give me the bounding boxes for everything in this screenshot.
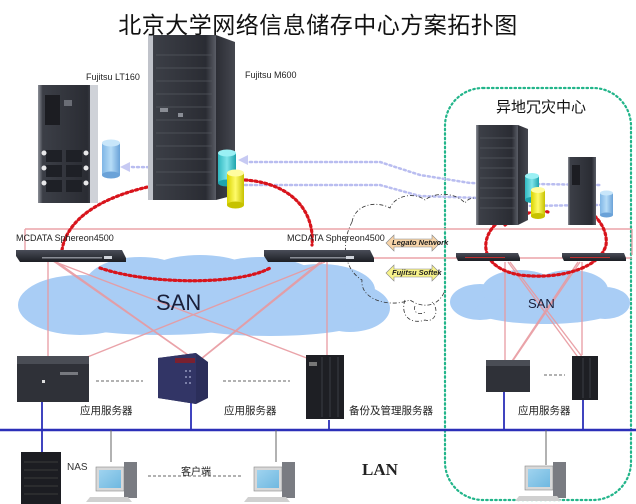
lan-label: LAN <box>362 460 398 479</box>
dr-app-server-2-device <box>572 356 598 400</box>
mcdata-switch-right-device <box>264 250 374 262</box>
storage-disk-yellow-icon <box>227 169 244 209</box>
backup-server-label: 备份及管理服务器 <box>349 405 433 417</box>
dr-app-server-label: 应用服务器 <box>518 405 571 417</box>
nas-device <box>21 452 61 504</box>
dr-switch-right-device <box>562 253 626 261</box>
backup-server-device <box>306 355 344 419</box>
dr-app-server-1-device <box>486 360 530 392</box>
client-pc-2-icon <box>244 462 295 502</box>
nas-label: NAS <box>67 462 88 473</box>
lt160-label: Fujitsu LT160 <box>86 72 140 82</box>
dr-disk-yellow-icon <box>531 187 545 219</box>
dr-switch-left-device <box>456 253 520 261</box>
dr-tape-device <box>568 157 596 225</box>
app-server-2-device <box>158 353 208 404</box>
m600-label: Fujitsu M600 <box>245 70 297 80</box>
legato-network-label: Legato Network <box>392 238 449 247</box>
fujitsu-softek-arrow <box>385 264 441 282</box>
switch-left-label: MCDATA Sphereon4500 <box>16 233 114 243</box>
storage-disk-blue-icon <box>102 139 120 179</box>
mcdata-switch-left-device <box>16 250 126 262</box>
app-server-1-label: 应用服务器 <box>80 405 133 417</box>
legato-network-arrow <box>385 234 441 252</box>
fujitsu-softek-label: Fujitsu Softek <box>392 268 442 277</box>
client-label: 客户端 <box>181 467 211 478</box>
lan-bus <box>0 392 636 455</box>
dr-disk-blue-icon <box>600 190 613 218</box>
server-ellipsis <box>96 374 565 477</box>
dr-center-title: 异地冗灾中心 <box>496 98 587 116</box>
san-main-label: SAN <box>156 290 202 315</box>
app-server-2-label: 应用服务器 <box>224 405 277 417</box>
switch-right-label: MCDATA Sphereon4500 <box>287 233 385 243</box>
san-remote-label: SAN <box>528 296 555 311</box>
san-cloud-main <box>18 255 390 336</box>
dr-storage-rack-device <box>476 125 528 225</box>
client-pc-dr-icon <box>515 462 566 501</box>
client-pc-1-icon <box>86 462 137 502</box>
app-server-1-device <box>17 356 89 402</box>
diagram-title: 北京大学网络信息储存中心方案拓扑图 <box>118 13 518 39</box>
client-drops <box>110 430 547 465</box>
fujitsu-lt160-device <box>38 85 98 203</box>
